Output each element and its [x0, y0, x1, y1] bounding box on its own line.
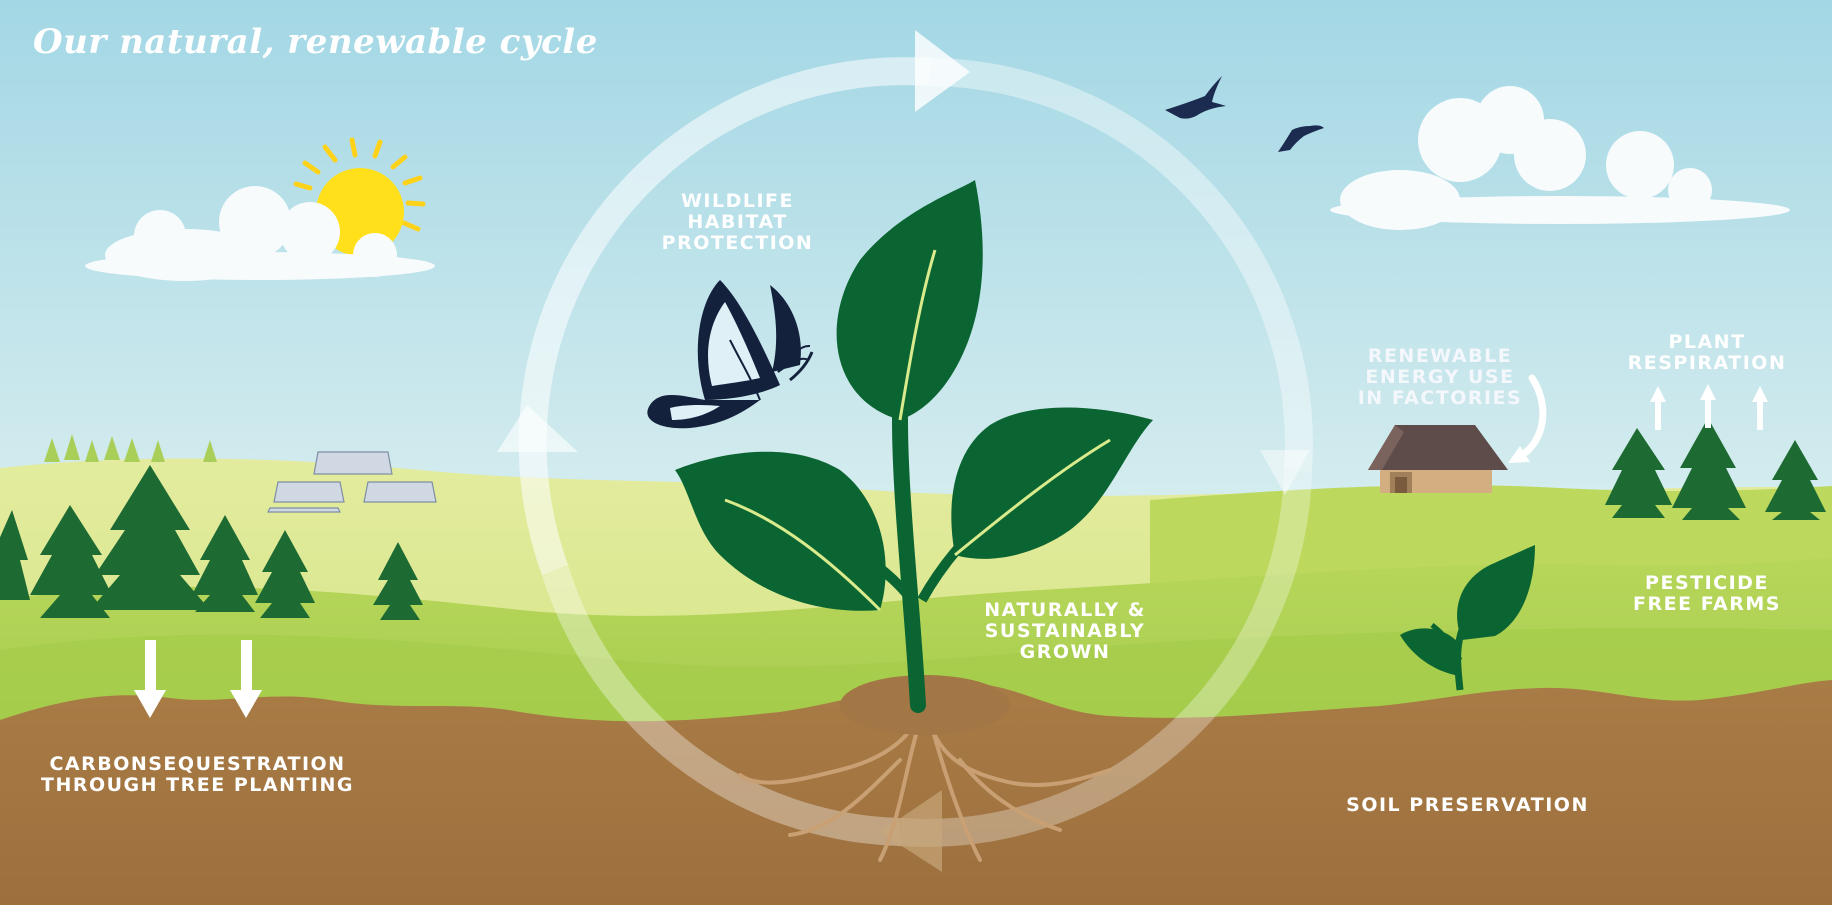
- bird-icon: [1278, 125, 1324, 152]
- soil: [0, 680, 1832, 905]
- sprout-icon: [675, 180, 1153, 713]
- page-title: Our natural, renewable cycle: [33, 22, 598, 62]
- soil-preservation-label: SOIL PRESERVATION: [1346, 794, 1589, 816]
- house-icon: [1368, 425, 1508, 493]
- renewable-energy-label: RENEWABLE ENERGY USE IN FACTORIES: [1357, 345, 1523, 409]
- sprout-icon: [1400, 545, 1535, 691]
- plant-respiration-label: PLANT RESPIRATION: [1627, 331, 1787, 374]
- butterfly-icon: [647, 280, 814, 429]
- wildlife-habitat-label: WILDLIFE HABITAT PROTECTION: [661, 190, 814, 254]
- tree-icon: [0, 465, 423, 620]
- cloud-icon: [85, 186, 435, 281]
- curved-arrow-head: [1508, 446, 1530, 463]
- up-arrow-icon: [1650, 384, 1768, 430]
- curved-arrow-icon: [1518, 374, 1547, 459]
- carbon-sequestration-label: CARBONSEQUESTRATION THROUGH TREE PLANTIN…: [40, 753, 354, 796]
- pesticide-free-label: PESTICIDE FREE FARMS: [1633, 572, 1781, 615]
- naturally-grown-label: NATURALLY & SUSTAINABLY GROWN: [984, 599, 1146, 663]
- solar-panel-icon: [267, 451, 437, 513]
- cycle-arrowhead: [497, 30, 1310, 872]
- tree-icon: [44, 434, 217, 462]
- down-arrow-icon: [134, 640, 262, 718]
- tree-icon: [1605, 418, 1826, 520]
- cloud-icon: [1330, 86, 1790, 230]
- bird-icon: [1165, 76, 1226, 119]
- cycle-arrow-icon: [518, 57, 1313, 847]
